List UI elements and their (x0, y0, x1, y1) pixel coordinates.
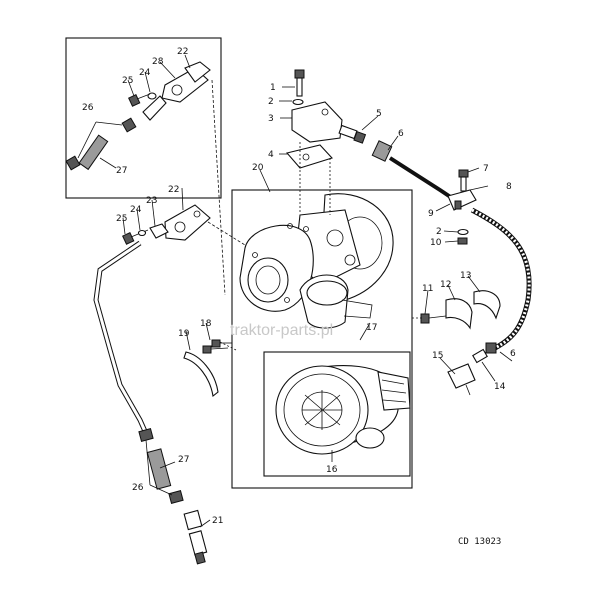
callout-6: 6 (398, 129, 404, 139)
inset-nut-26-top (121, 117, 137, 133)
callout-2: 2 (268, 97, 274, 107)
inset-nut-26-bottom (65, 155, 81, 171)
hose-27 (146, 448, 172, 490)
callout-3: 3 (268, 114, 274, 124)
callout-26b: 26 (132, 483, 144, 493)
inset-hose-27 (78, 134, 109, 171)
callout-12: 12 (440, 280, 451, 290)
callout-23: 23 (146, 196, 157, 206)
callout-13: 13 (460, 271, 471, 281)
inset-bolt-25 (128, 93, 151, 107)
clamp-26-top (138, 428, 154, 442)
shield-13 (473, 290, 501, 320)
callout-22a: 22 (177, 47, 188, 57)
callout-2b: 2 (436, 227, 442, 237)
callout-10: 10 (430, 238, 442, 248)
leader-lines (99, 54, 513, 528)
callout-1: 1 (270, 83, 276, 93)
turbo-assembly-box (231, 189, 413, 489)
gasket-23 (149, 223, 169, 239)
callout-9: 9 (428, 209, 434, 219)
washer-24 (137, 229, 147, 237)
callout-28: 28 (152, 57, 164, 67)
callout-24a: 24 (139, 68, 151, 78)
callout-25a: 25 (122, 76, 133, 86)
fitting-14 (472, 342, 497, 364)
callout-26a: 26 (82, 103, 94, 113)
callout-17: 17 (366, 323, 377, 333)
callout-27a: 27 (116, 166, 127, 176)
gasket-4 (285, 144, 333, 169)
callout-24b: 24 (130, 205, 142, 215)
bracket-9 (447, 189, 477, 211)
inset-oil-feed-detail (65, 37, 222, 199)
bolt-7 (458, 169, 469, 192)
watermark-text: traktor-parts.pl (230, 322, 333, 339)
callout-11: 11 (422, 284, 433, 294)
screws-18 (202, 339, 232, 354)
washer-2b (457, 228, 469, 236)
callout-16: 16 (326, 465, 338, 475)
turbo-assembly-frame (231, 189, 413, 489)
callout-6b: 6 (510, 349, 516, 359)
adapter-21 (183, 509, 208, 565)
callout-19: 19 (178, 329, 190, 339)
oil-flange-22 (164, 204, 211, 241)
inset-fitting (142, 95, 167, 121)
callout-15: 15 (432, 351, 443, 361)
actuator-housing-3 (291, 101, 343, 143)
oil-return-pipe (93, 240, 151, 440)
callout-21: 21 (212, 516, 223, 526)
callout-18: 18 (200, 319, 212, 329)
callout-labels: 1 2 3 4 5 6 7 8 9 2 10 11 12 13 6 14 15 … (82, 47, 516, 526)
heat-shield-19 (183, 351, 219, 398)
callout-14: 14 (494, 382, 506, 392)
callout-25b: 25 (116, 214, 127, 224)
turbocharger-20 (239, 193, 394, 329)
fitting-5 (338, 124, 367, 144)
turbo-cartridge-16 (275, 365, 411, 455)
callout-5: 5 (376, 109, 382, 119)
bolt-1 (294, 69, 305, 97)
cartridge-frame (263, 351, 411, 477)
nut-10 (457, 237, 468, 245)
callout-22b: 22 (168, 185, 179, 195)
valve-15 (447, 363, 476, 396)
callout-20: 20 (252, 163, 264, 173)
inset-washer-24 (147, 92, 157, 100)
bolt-11 (420, 313, 447, 324)
shield-12 (445, 298, 473, 330)
washer-2 (292, 98, 304, 106)
inset-frame (65, 37, 222, 199)
reference-code: CD 13023 (458, 537, 501, 547)
clamp-26-bottom (168, 490, 184, 504)
leader-8 (469, 185, 489, 191)
flexible-line-6 (470, 207, 532, 351)
pipe-6-upper (371, 140, 457, 202)
callout-27b: 27 (178, 455, 189, 465)
callout-7: 7 (483, 164, 489, 174)
callout-4: 4 (268, 150, 274, 160)
inset-gasket-28 (184, 61, 211, 83)
callout-8: 8 (506, 182, 512, 192)
